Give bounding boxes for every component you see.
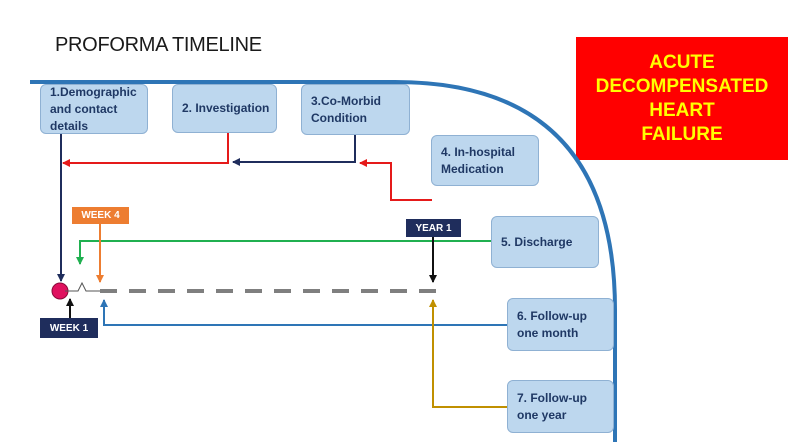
week-brace <box>65 281 100 292</box>
investigation-arrow <box>62 133 229 167</box>
boundary-arc <box>30 80 617 442</box>
condition-line: HEART <box>649 99 715 121</box>
stage-label: 4. In-hospital <box>441 144 516 159</box>
condition-line: ACUTE <box>649 51 715 73</box>
stage-label: one year <box>517 407 567 422</box>
condition-box: ACUTE DECOMPENSATED HEART FAILURE <box>576 37 788 160</box>
week4-tag: WEEK 4 <box>72 207 129 224</box>
stage-label: and contact <box>50 101 118 116</box>
stage-label: 1.Demographic <box>50 84 137 99</box>
stage-followup-year: 7. Follow-up one year <box>507 380 614 433</box>
discharge-arrow <box>76 240 491 265</box>
condition-line: DECOMPENSATED <box>595 75 769 97</box>
stage-label: 2. Investigation <box>182 101 270 115</box>
slide-title: PROFORMA TIMELINE <box>55 34 262 56</box>
stage-label: details <box>50 118 89 133</box>
followup-year-arrow <box>429 299 507 408</box>
stage-demographic: 1.Demographic and contact details <box>40 84 148 134</box>
week1-tag: WEEK 1 <box>40 318 98 338</box>
stage-label: 5. Discharge <box>501 234 573 249</box>
year1-tag: YEAR 1 <box>406 219 461 237</box>
medication-arrow <box>359 159 432 201</box>
comorbid-arrow <box>232 135 356 166</box>
stage-label: one month <box>517 325 579 340</box>
stage-investigation: 2. Investigation <box>172 84 277 133</box>
stage-label: 3.Co-Morbid <box>311 93 381 108</box>
stage-comorbid: 3.Co-Morbid Condition <box>301 84 410 135</box>
stage-label: 6. Follow-up <box>517 308 587 323</box>
stage-discharge: 5. Discharge <box>491 216 599 268</box>
stage-label: 7. Follow-up <box>517 390 587 405</box>
followup-month-arrow <box>100 299 507 326</box>
stage-followup-month: 6. Follow-up one month <box>507 298 614 351</box>
condition-line: FAILURE <box>641 123 723 145</box>
stage-label: Medication <box>441 161 504 176</box>
stage-label: Condition <box>311 110 367 125</box>
stage-medication: 4. In-hospital Medication <box>431 135 539 186</box>
